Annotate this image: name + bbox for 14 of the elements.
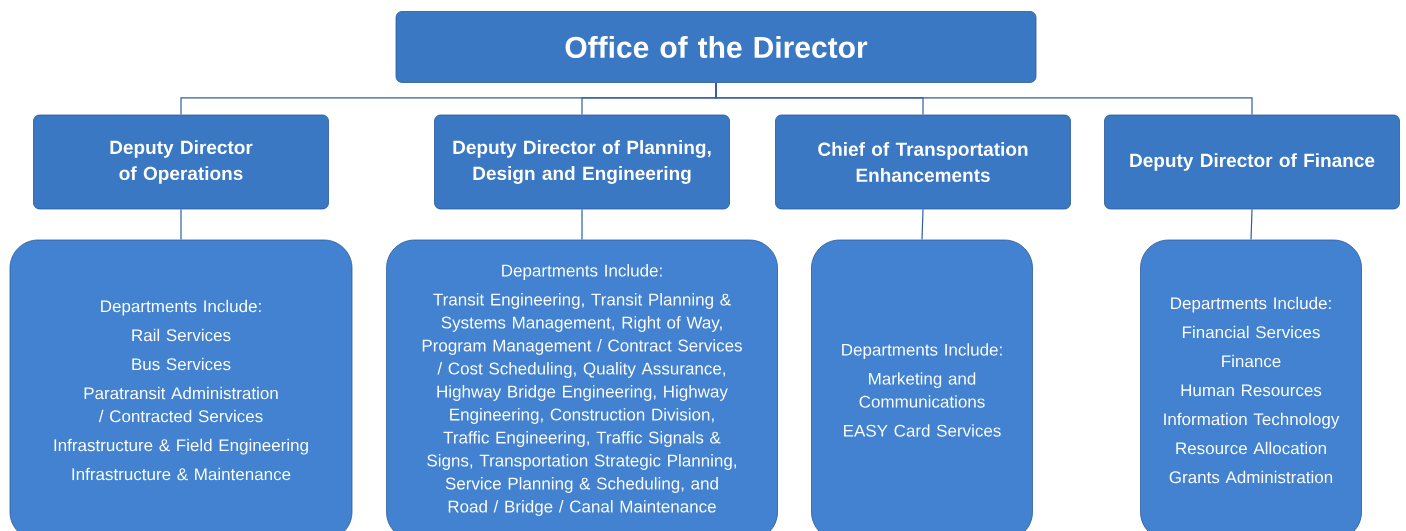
role-box: Deputy Director of Planning, Design and Engineering: [434, 114, 730, 210]
role-box: Deputy Director of Operations: [33, 114, 329, 210]
connector-line: [715, 82, 1253, 116]
department-box: Departments Include: Transit Engineering, Transit Planning & Systems Management, Right of Way, Program Management / Contract Services / Cost Scheduling, Quality Assurance, Highway Bridge Engineering, Highway Engineering, Construction Division, Traffic Engineering, Traffic Signals & Signs, Transportation Strategic Planning, Service Planning & Scheduling, and Road / Bridge / Canal Maintenance: [386, 239, 778, 531]
department-box: Departments Include: Rail Services Bus Services Paratransit Administration / Contracted Services Infrastructure & Field Engineering Infrastructure & Maintenance: [9, 239, 353, 531]
connector-line: [581, 208, 583, 241]
department-box: Departments Include: Marketing and Communications EASY Card Services: [811, 239, 1033, 531]
role-box: Chief of Transportation Enhancements: [775, 114, 1071, 210]
department-box: Departments Include: Financial Services Finance Human Resources Information Technology Resource Allocation Grants Administration: [1140, 239, 1362, 531]
title-box: Office of the Director: [395, 11, 1037, 83]
connector-line: [180, 208, 182, 241]
role-box: Deputy Director of Finance: [1104, 114, 1400, 210]
connector-line: [921, 208, 924, 241]
connector-line: [1250, 208, 1253, 241]
